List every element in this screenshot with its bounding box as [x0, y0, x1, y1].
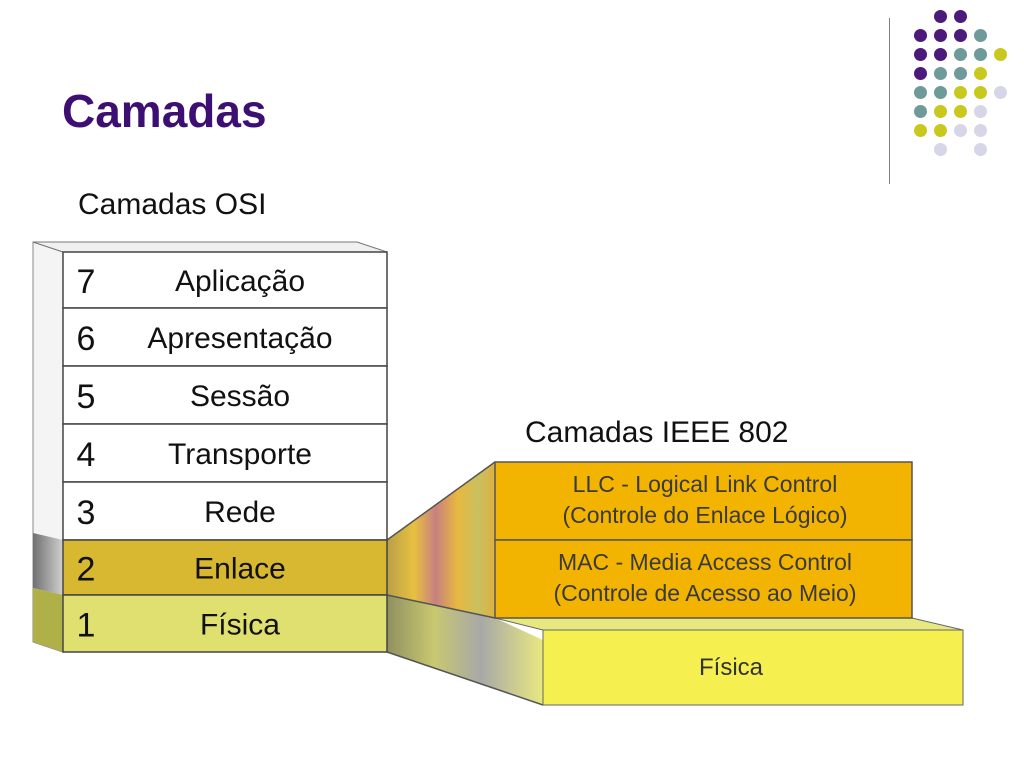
decorative-dot [994, 86, 1007, 99]
decorative-dot [934, 124, 947, 137]
decorative-dot [954, 105, 967, 118]
osi-layer-number: 4 [77, 436, 96, 474]
decorative-dot [974, 124, 987, 137]
decorative-dot [934, 143, 947, 156]
ieee-heading: Camadas IEEE 802 [525, 416, 788, 449]
decorative-dot [974, 105, 987, 118]
osi-layer-3: 3 Rede [62, 481, 388, 541]
osi-heading: Camadas OSI [78, 188, 266, 221]
decorative-dot [914, 29, 927, 42]
osi-layer-name: Sessão [190, 380, 290, 413]
decorative-dot [974, 29, 987, 42]
decorative-dot [974, 86, 987, 99]
osi-layer-name: Aplicação [175, 265, 305, 298]
ieee-sublayer-name: MAC - Media Access Control [558, 549, 852, 575]
osi-layers: 7 Aplicação 6 Apresentação 5 Sessão 4 Transport… [62, 251, 388, 653]
osi-layer-2-side [33, 533, 63, 595]
ieee-sublayer-translation: (Controle do Enlace Lógico) [562, 502, 847, 528]
osi-layer-box [62, 481, 388, 541]
decorative-dot [954, 67, 967, 80]
decorative-dot [974, 67, 987, 80]
decorative-dot [914, 105, 927, 118]
ieee-sublayer-2: MAC - Media Access Control (Controle de A… [494, 539, 913, 619]
decorative-dot [954, 124, 967, 137]
osi-stack-top [32, 241, 388, 253]
osi-layer-number: 3 [77, 494, 96, 532]
ieee-sublayer-name: LLC - Logical Link Control [573, 471, 838, 497]
osi-layer-box [62, 251, 388, 309]
decorative-dot [914, 86, 927, 99]
decorative-dot [934, 10, 947, 23]
osi-layer-1-side [33, 588, 63, 652]
decorative-dot [934, 48, 947, 61]
osi-layer-6: 6 Apresentação [62, 307, 388, 367]
osi-layer-number: 7 [77, 263, 96, 301]
decorative-dot [974, 143, 987, 156]
osi-layer-name: Apresentação [147, 322, 332, 355]
osi-layer-number: 2 [77, 551, 96, 589]
osi-layer-box [62, 539, 388, 596]
osi-layer-name: Transporte [168, 438, 312, 471]
ieee-sublayer-box [494, 461, 913, 541]
decorative-dot [954, 29, 967, 42]
ieee-layers: LLC - Logical Link Control (Controle do E… [494, 461, 913, 619]
decorative-dot [954, 10, 967, 23]
osi-layer-box [62, 594, 388, 653]
decorative-dot [934, 105, 947, 118]
osi-layer-number: 5 [77, 378, 96, 416]
osi-layer-5: 5 Sessão [62, 365, 388, 425]
decorative-dot-grid [900, 10, 1010, 170]
decorative-dot [914, 48, 927, 61]
decorative-dot [914, 124, 927, 137]
decorative-dot [934, 86, 947, 99]
transition-wedge-physical [387, 595, 543, 705]
osi-layer-box [62, 365, 388, 425]
osi-layer-number: 1 [77, 607, 96, 645]
decorative-dot [954, 86, 967, 99]
decorative-dot [974, 48, 987, 61]
osi-layer-name: Rede [204, 496, 276, 529]
osi-layer-number: 6 [77, 320, 96, 358]
ieee-sublayer-translation: (Controle de Acesso ao Meio) [554, 580, 857, 606]
osi-layer-4: 4 Transporte [62, 423, 388, 483]
osi-layer-box [62, 423, 388, 483]
osi-layer-1: 1 Física [62, 594, 388, 653]
header-divider [889, 18, 890, 184]
ieee-sublayer-box [494, 539, 913, 619]
transition-wedge-link [387, 462, 495, 618]
osi-layer-box [62, 307, 388, 367]
osi-layer-name: Enlace [194, 553, 286, 586]
ieee-sublayer-1: LLC - Logical Link Control (Controle do E… [494, 461, 913, 541]
slide-title: Camadas [62, 85, 267, 137]
ieee-physical-top [494, 617, 964, 631]
decorative-dot [994, 48, 1007, 61]
ieee-physical-label: Física [699, 654, 764, 681]
osi-layer-7: 7 Aplicação [62, 251, 388, 309]
decorative-dot [934, 67, 947, 80]
decorative-dot [934, 29, 947, 42]
ieee-physical-box [542, 629, 964, 706]
decorative-dot [914, 67, 927, 80]
osi-layer-2: 2 Enlace [62, 539, 388, 596]
osi-layer-name: Física [200, 609, 280, 642]
decorative-dot [954, 48, 967, 61]
